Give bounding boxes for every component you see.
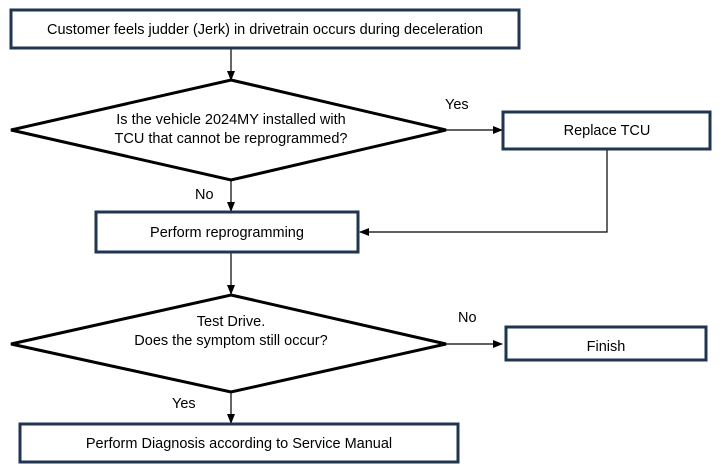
replace-tcu-node: Replace TCU: [501, 110, 712, 151]
decision2-diamond: [10, 293, 447, 394]
connectors: [227, 48, 608, 424]
decision1-diamond: [10, 78, 447, 182]
reprogram-text: Perform reprogramming: [150, 225, 304, 241]
decision2-yes-label: Yes: [172, 396, 196, 412]
decision1-no-label: No: [195, 187, 214, 203]
replace-tcu-text: Replace TCU: [564, 123, 651, 139]
decision2-text-line1: Test Drive.: [197, 314, 266, 330]
diagnosis-node: Perform Diagnosis according to Service M…: [18, 422, 460, 464]
start-node: Customer feels judder (Jerk) in drivetra…: [9, 8, 521, 50]
reprogram-node: Perform reprogramming: [94, 210, 360, 254]
decision1-node: Is the vehicle 2024MY installed with TCU…: [10, 78, 447, 182]
decision2-text-line2: Does the symptom still occur?: [134, 333, 327, 349]
decision2-no-label: No: [458, 310, 477, 326]
reprogram-box: [94, 210, 360, 254]
start-text: Customer feels judder (Jerk) in drivetra…: [47, 22, 483, 38]
finish-text: Finish: [587, 339, 626, 355]
replace-tcu-box: [501, 110, 712, 151]
decision1-text-line2: TCU that cannot be reprogrammed?: [115, 131, 348, 147]
decision1-text-line1: Is the vehicle 2024MY installed with: [116, 112, 345, 128]
finish-node: Finish: [504, 325, 708, 362]
diagnosis-text: Perform Diagnosis according to Service M…: [86, 436, 392, 452]
decision2-node: Test Drive. Does the symptom still occur…: [10, 293, 447, 394]
decision1-yes-label: Yes: [445, 97, 469, 113]
finish-box: [504, 325, 708, 362]
diagnosis-box: [18, 422, 460, 464]
arrow-replace-tcu-to-reprogram: [359, 149, 608, 236]
start-box: [9, 8, 521, 50]
